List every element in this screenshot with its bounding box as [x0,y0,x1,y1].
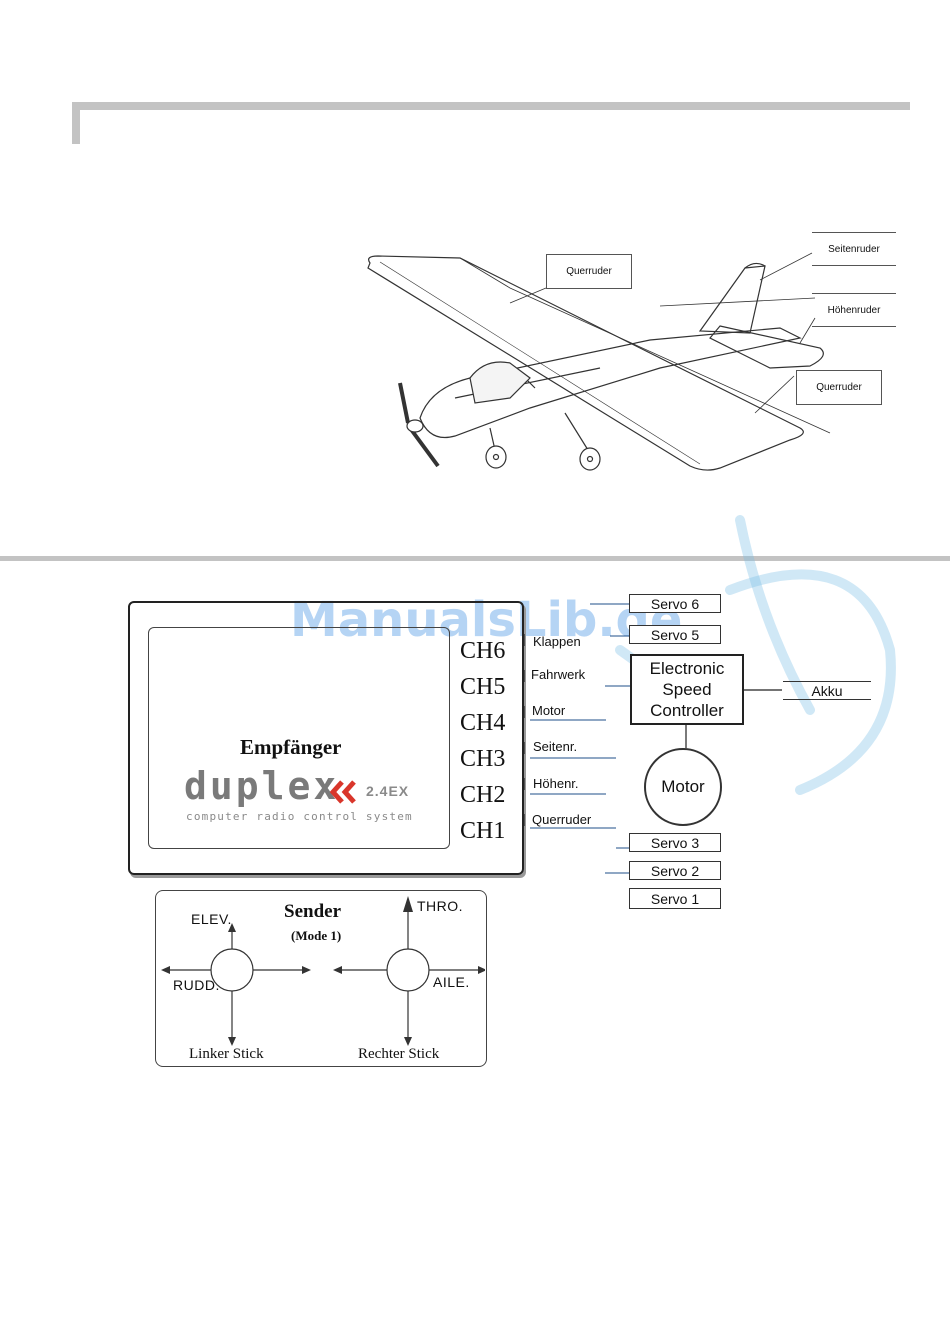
left-stick-knob [210,948,254,992]
channel-label-ch1: CH1 [460,818,506,844]
servo-3-box: Servo 3 [629,833,721,852]
wire-label-motor: Motor [532,703,566,718]
channel-label-ch4: CH4 [460,710,506,736]
header-bar [72,102,910,110]
propeller [398,382,440,468]
esc-box: Electronic Speed Controller [630,654,744,725]
servo-2-box: Servo 2 [629,861,721,880]
servo-1-box: Servo 1 [629,888,721,909]
right-stick-knob [386,948,430,992]
wire-label-fahrwerk: Fahrwerk [531,667,586,682]
fuselage [419,327,802,439]
stick-diagram [161,896,485,1046]
label-elev: ELEV. [191,911,232,927]
esc-line-1: Electronic [649,659,725,678]
brand-tagline: computer radio control system [186,810,413,823]
akku-label: Akku [783,681,871,700]
channel-label-ch6: CH6 [460,638,506,664]
wire-label-querruder: Querruder [532,812,592,827]
right-stick-caption: Rechter Stick [358,1046,440,1062]
brand-version: 2.4EX [366,783,410,799]
vertical-fin [698,265,766,334]
airplane-illustration [367,252,831,471]
label-aileron-left: Querruder [546,254,632,289]
channel-label-ch5: CH5 [460,674,506,700]
wheel-right [579,447,601,471]
label-thro: THRO. [417,898,464,914]
label-rudder: Seitenruder [812,232,896,266]
wing [367,255,804,471]
canopy [469,361,531,404]
servo-5-box: Servo 5 [629,625,721,644]
label-aileron-right: Querruder [796,370,882,405]
left-stick-caption: Linker Stick [189,1046,264,1062]
header-side-bar [72,102,80,144]
label-elevator: Höhenruder [812,293,896,327]
wiring-lines [523,603,782,874]
transmitter-title: Sender [284,901,341,922]
channel-label-ch2: CH2 [460,782,506,808]
brand-logo: duplex [184,764,340,808]
label-rudd: RUDD. [173,977,220,993]
wire-label-hoehenr: Höhenr. [533,776,579,791]
esc-line-2: Speed [662,680,712,699]
horizontal-stabilizer [709,325,824,369]
section-divider [0,556,950,561]
transmitter-box [155,890,487,1067]
channel-label-ch3: CH3 [460,746,506,772]
motor-circle: Motor [644,748,722,826]
receiver-label-panel [148,627,450,849]
receiver-title: Empfänger [240,735,342,759]
brand-chevrons-icon [330,780,356,804]
wire-label-klappen: Klappen [533,634,581,649]
label-aile: AILE. [433,974,470,990]
servo-6-box: Servo 6 [629,594,721,613]
wire-label-seitenr: Seitenr. [533,739,578,754]
esc-line-3: Controller [650,701,724,720]
transmitter-mode: (Mode 1) [291,928,342,943]
wheel-left [485,445,507,469]
receiver-box [128,601,524,875]
